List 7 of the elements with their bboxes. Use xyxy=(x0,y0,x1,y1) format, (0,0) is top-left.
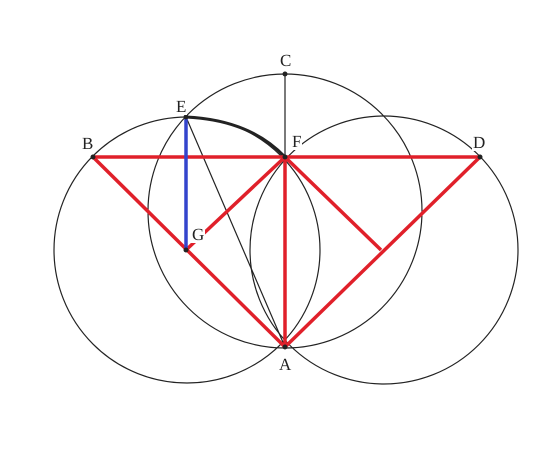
point-label: G xyxy=(191,226,206,243)
point-label: C xyxy=(279,52,292,69)
point-label: D xyxy=(472,134,486,151)
point-label: E xyxy=(175,98,188,115)
point-label: B xyxy=(81,135,94,152)
point-label: F xyxy=(291,133,302,150)
point-label: A xyxy=(278,356,292,373)
